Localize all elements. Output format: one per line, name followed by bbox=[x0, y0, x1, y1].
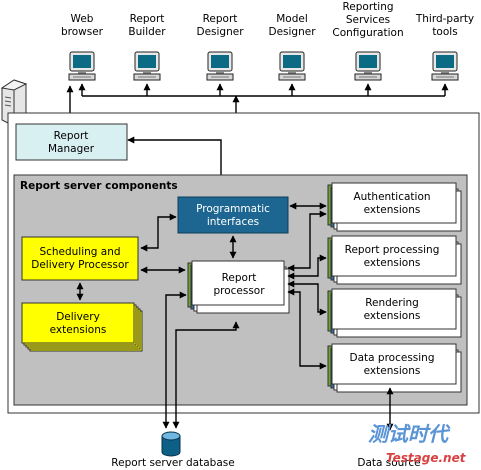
delivery-extensions: Delivery extensions bbox=[21, 302, 143, 352]
client-label-line1: Reporting bbox=[342, 1, 393, 13]
component-connectors bbox=[76, 202, 394, 431]
scheduling-label-line1: Scheduling and bbox=[39, 246, 120, 258]
client-reporting-services-configuration: Reporting Services Configuration bbox=[332, 1, 404, 81]
programmatic-label-line2: interfaces bbox=[207, 216, 259, 228]
client-label-line2: tools bbox=[432, 26, 457, 38]
scheduling-delivery-processor: Scheduling and Delivery Processor bbox=[21, 236, 139, 281]
computer-icon bbox=[431, 51, 459, 81]
report-server-database: Report server database bbox=[111, 431, 235, 469]
client-label-line2: Designer bbox=[268, 26, 316, 38]
watermark-url-text: Testage.net bbox=[386, 451, 467, 465]
client-third-party-tools: Third-party tools bbox=[415, 13, 474, 81]
rendering-extensions: Rendering extensions bbox=[327, 288, 462, 338]
computer-icon bbox=[133, 51, 161, 81]
report-manager-label-line2: Manager bbox=[48, 143, 95, 155]
computer-icon bbox=[206, 51, 234, 81]
computer-icon bbox=[68, 51, 96, 81]
scheduling-label-line2: Delivery Processor bbox=[31, 259, 129, 271]
data-processing-extensions: Data processing extensions bbox=[327, 343, 462, 393]
extension-label-line2: extensions bbox=[364, 365, 421, 377]
data-source-label: Data source bbox=[357, 457, 420, 469]
extension-label-line2: extensions bbox=[364, 257, 421, 269]
client-report-designer: Report Designer bbox=[196, 13, 244, 81]
client-label-line1: Report bbox=[203, 13, 238, 25]
extension-label-line2: extensions bbox=[364, 310, 421, 322]
computer-icon bbox=[354, 51, 382, 81]
client-label-line1: Third-party bbox=[415, 13, 474, 25]
delivery-label-line1: Delivery bbox=[56, 311, 100, 323]
watermark-cn-text: 测试时代 bbox=[368, 422, 451, 446]
client-label-line2: browser bbox=[61, 26, 104, 38]
client-label-line1: Web bbox=[71, 13, 94, 25]
extension-label-line1: Rendering bbox=[365, 297, 419, 309]
client-label-line2: Designer bbox=[196, 26, 244, 38]
report-processing-extensions: Report processing extensions bbox=[327, 235, 462, 285]
programmatic-label-line1: Programmatic bbox=[196, 203, 270, 215]
extension-label-line1: Authentication bbox=[353, 191, 430, 203]
authentication-extensions: Authentication extensions bbox=[327, 182, 462, 232]
client-model-designer: Model Designer bbox=[268, 13, 316, 81]
extension-label-line1: Report processing bbox=[345, 244, 440, 256]
extension-label-line2: extensions bbox=[364, 204, 421, 216]
report-processor: Report processor bbox=[187, 260, 290, 314]
client-label-line3: Configuration bbox=[332, 27, 403, 39]
report-manager-label-line1: Report bbox=[54, 130, 89, 142]
client-label-line1: Report bbox=[130, 13, 165, 25]
watermark-logo: 测试时代 Testage.net bbox=[368, 422, 467, 465]
client-label-line2: Builder bbox=[128, 26, 166, 38]
delivery-label-line2: extensions bbox=[50, 324, 107, 336]
client-web-browser: Web browser bbox=[61, 13, 104, 81]
client-report-builder: Report Builder bbox=[128, 13, 166, 81]
database-label: Report server database bbox=[111, 457, 234, 469]
report-processor-label-line1: Report bbox=[222, 272, 257, 284]
database-icon bbox=[161, 431, 181, 457]
report-manager: Report Manager bbox=[15, 123, 128, 161]
client-label-line1: Model bbox=[276, 13, 308, 25]
report-processor-label-line2: processor bbox=[213, 285, 265, 297]
programmatic-interfaces: Programmatic interfaces bbox=[177, 196, 289, 234]
components-title: Report server components bbox=[20, 180, 178, 192]
client-label-line2: Services bbox=[346, 14, 390, 26]
extension-label-line1: Data processing bbox=[350, 352, 435, 364]
computer-icon bbox=[278, 51, 306, 81]
